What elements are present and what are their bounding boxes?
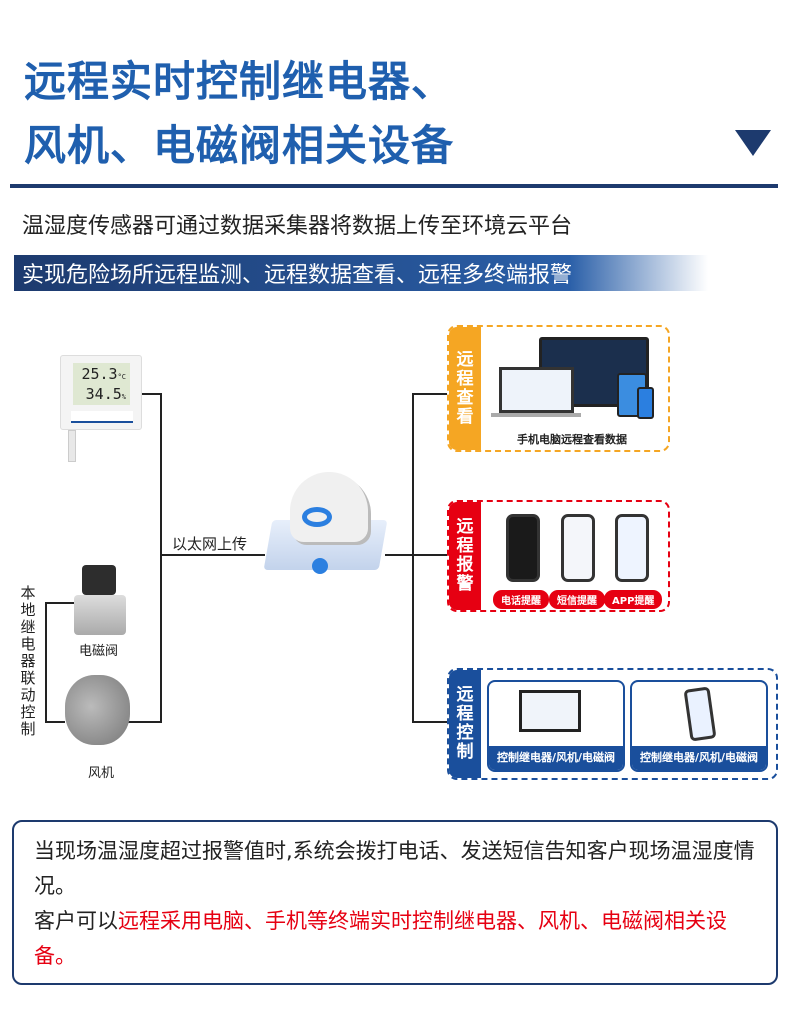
triangle-down-icon [735, 130, 771, 156]
cloud-badge-icon [312, 558, 328, 574]
sms-phone-image [561, 514, 595, 582]
remote-control-tag: 远程控制 [449, 670, 481, 778]
app-alert-pill: APP提醒 [604, 590, 663, 609]
sensor-device: 25.3°C 34.5% [60, 355, 142, 430]
pc-control-caption: 控制继电器/风机/电磁阀 [489, 746, 623, 770]
description-prefix: 客户可以 [34, 909, 118, 933]
phone-control-caption: 控制继电器/风机/电磁阀 [632, 746, 766, 770]
fan-label: 风机 [88, 766, 115, 781]
laptop-image [499, 367, 574, 413]
connector-line [45, 721, 65, 723]
connector-line [45, 602, 47, 723]
title-line-1: 远程实时控制继电器、 [24, 57, 455, 106]
description-box: 当现场温湿度超过报警值时,系统会拨打电话、发送短信告知客户现场温湿度情况。 客户… [12, 820, 778, 985]
description-highlight: 远程采用电脑、手机等终端实时控制继电器、风机、电磁阀相关设备。 [34, 909, 727, 968]
connector-line [412, 393, 447, 395]
remote-control-panel: 远程控制 控制继电器/风机/电磁阀 控制继电器/风机/电磁阀 [447, 668, 778, 780]
valve-body [74, 595, 126, 635]
temp-unit: °C [117, 373, 126, 381]
connector-line [45, 602, 75, 604]
remote-view-panel: 远程查看 手机电脑远程查看数据 [447, 325, 670, 452]
remote-view-tag: 远程查看 [449, 327, 481, 450]
sms-alert-pill: 短信提醒 [549, 590, 605, 609]
sensor-lcd: 25.3°C 34.5% [73, 363, 130, 405]
connector-line [412, 393, 414, 723]
connector-line [385, 554, 414, 556]
remote-alarm-panel: 远程报警 电话提醒 短信提醒 APP提醒 [447, 500, 670, 612]
pc-control-card: 控制继电器/风机/电磁阀 [487, 680, 625, 772]
humidity-unit: % [121, 393, 126, 401]
subtitle: 温湿度传感器可通过数据采集器将数据上传至环境云平台 [22, 214, 573, 239]
solenoid-valve [82, 565, 116, 595]
valve-label: 电磁阀 [79, 644, 119, 659]
description-line-1: 当现场温湿度超过报警值时,系统会拨打电话、发送短信告知客户现场温湿度情况。 [34, 839, 755, 898]
connector-line [412, 721, 447, 723]
pc-image [519, 690, 581, 732]
phone-control-card: 控制继电器/风机/电磁阀 [630, 680, 768, 772]
phone-image [637, 387, 654, 419]
title-line-2: 风机、电磁阀相关设备 [24, 121, 455, 170]
upload-label: 以太网上传 [172, 535, 248, 553]
blower-fan [65, 675, 130, 745]
divider [10, 184, 778, 188]
call-alert-pill: 电话提醒 [493, 590, 549, 609]
link-icon [302, 507, 332, 527]
call-phone-image [506, 514, 540, 582]
connector-line [160, 554, 265, 556]
banner: 实现危险场所远程监测、远程数据查看、远程多终端报警 [14, 255, 708, 291]
sensor-probe [68, 430, 76, 462]
connector-line [125, 721, 162, 723]
local-control-label: 本地继电器联动控制 [20, 584, 36, 738]
app-phone-image [615, 514, 649, 582]
connector-line [412, 554, 447, 556]
humidity-value: 34.5 [85, 385, 122, 403]
sensor-buttons [71, 411, 133, 423]
connector-line [160, 393, 162, 723]
hand-phone-image [683, 686, 717, 742]
remote-alarm-tag: 远程报警 [449, 502, 481, 610]
remote-view-caption: 手机电脑远程查看数据 [517, 433, 627, 446]
laptop-base [491, 413, 581, 417]
cloud-icon [290, 472, 368, 542]
temp-value: 25.3 [81, 365, 118, 383]
connector-line [142, 393, 162, 395]
